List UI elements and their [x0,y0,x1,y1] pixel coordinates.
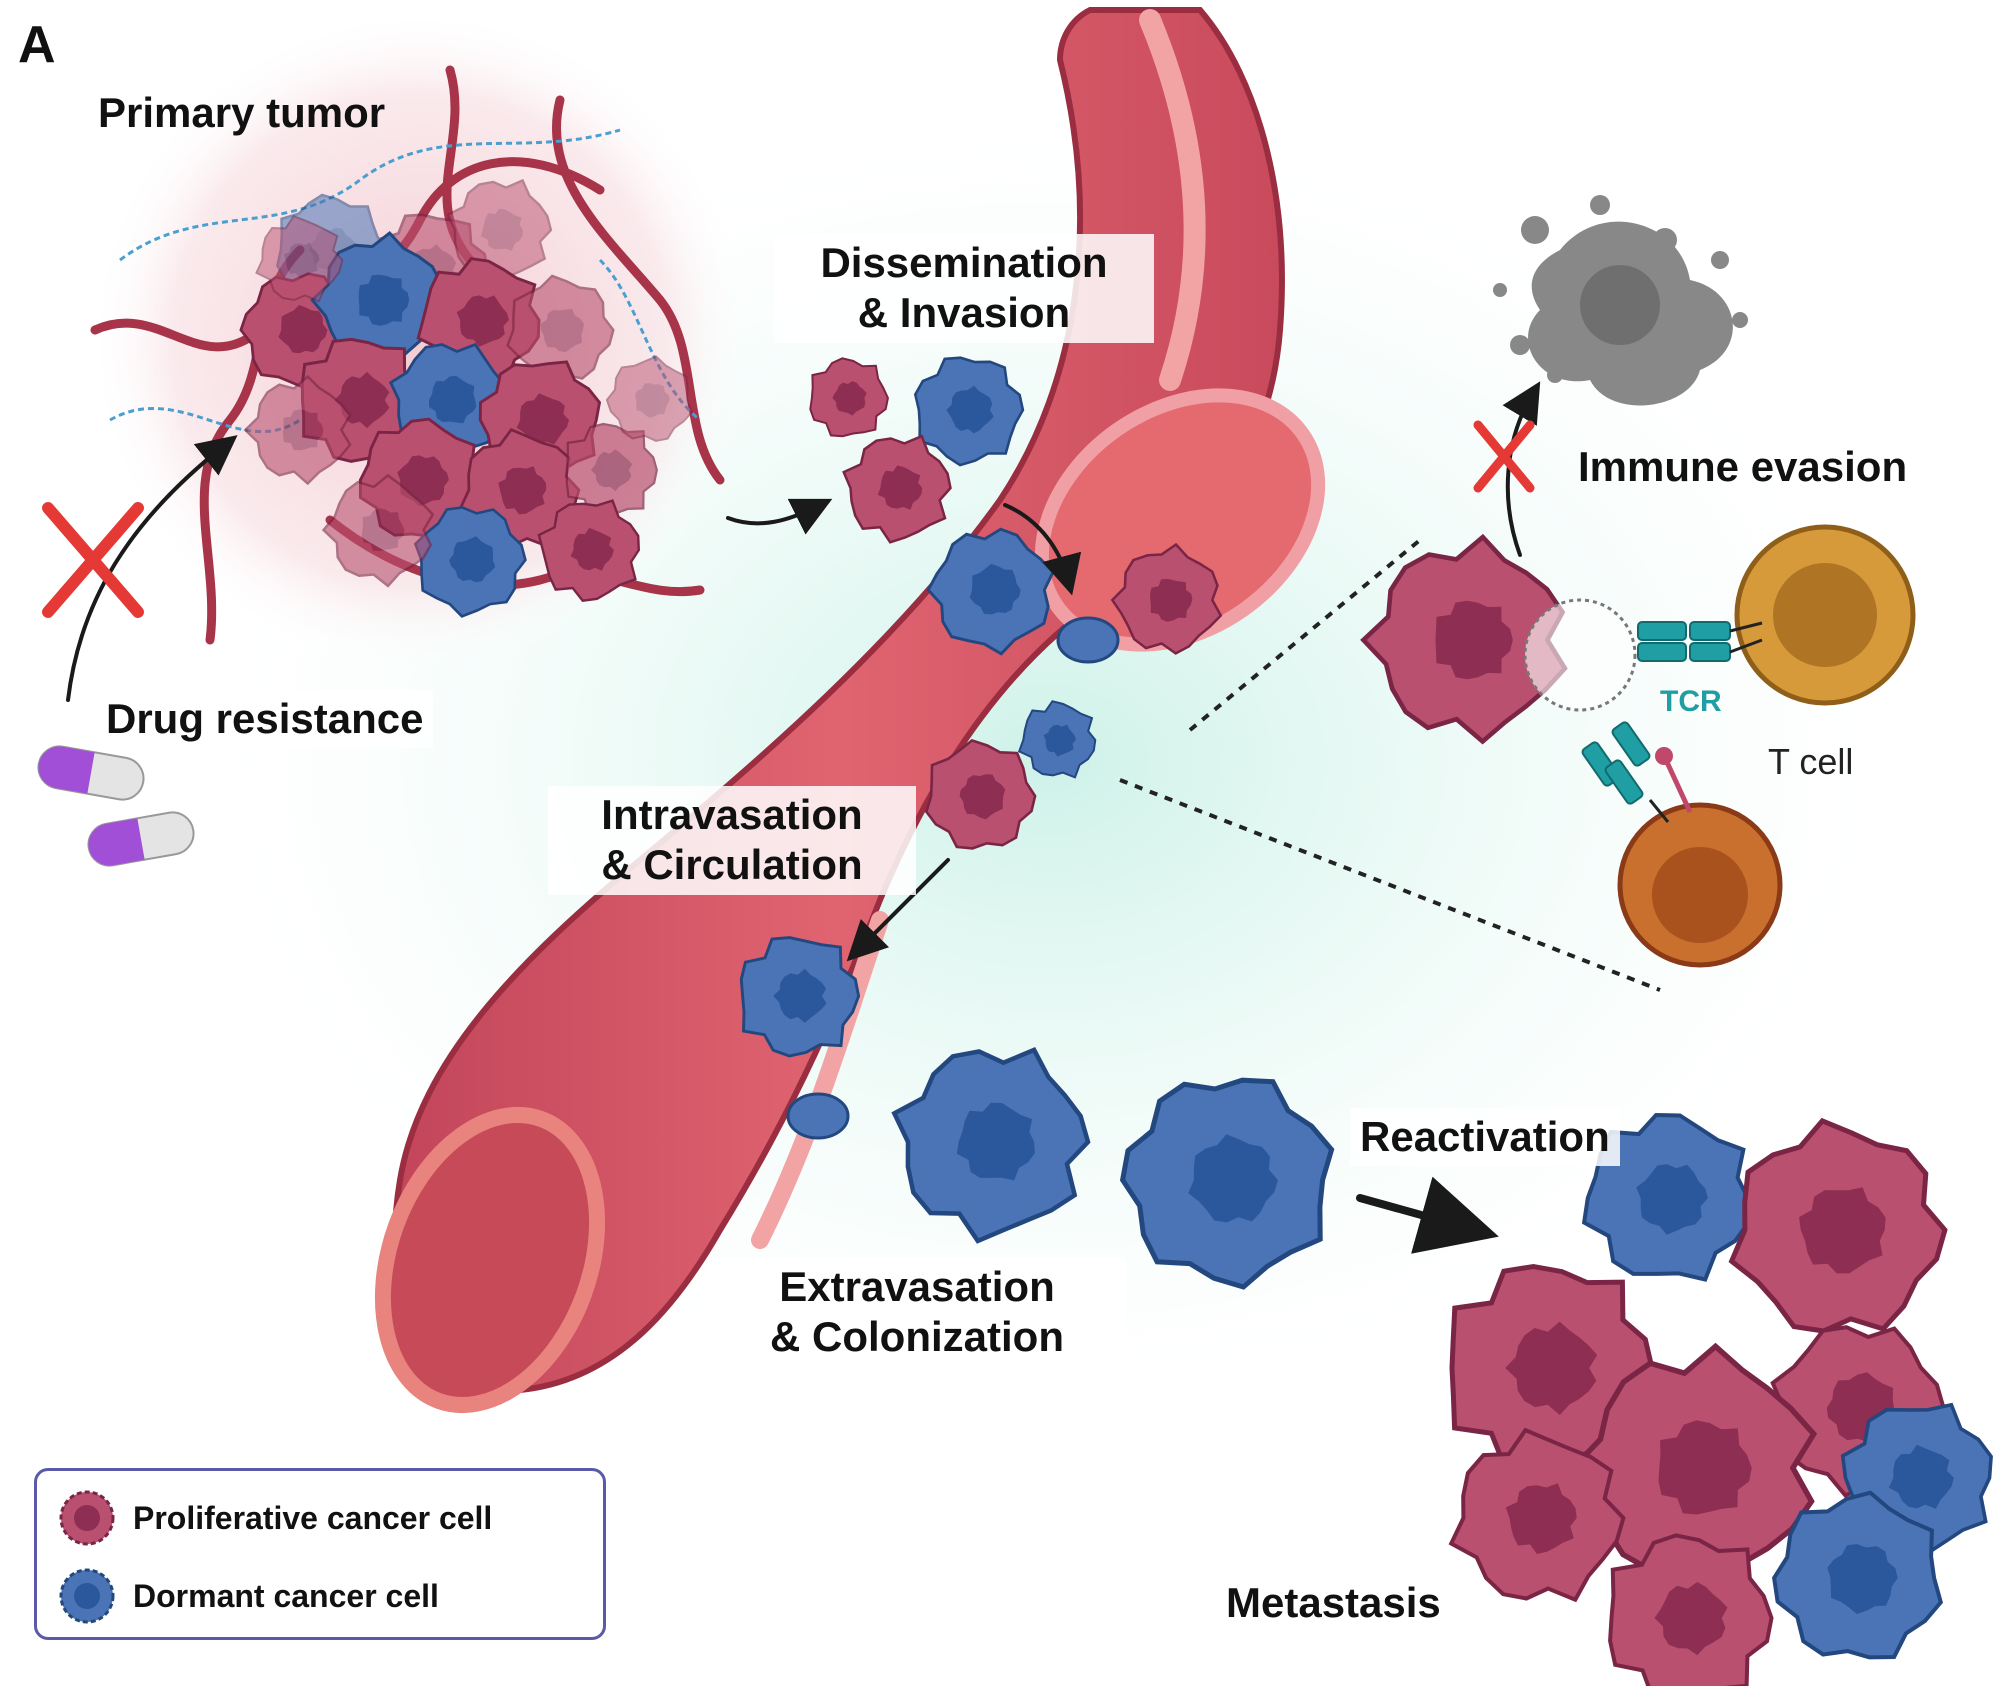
arrow-dissemination [726,498,833,535]
dormant-cell-icon [891,1047,1091,1244]
primary-tumor-cells [239,178,693,618]
dissemination-label-line1: Dissemination [820,239,1108,286]
tcr-receptor-icon-2 [1581,721,1670,823]
tcr-receptor-icon [1637,621,1763,662]
dormant-cell-icon [1017,700,1097,779]
legend-item-proliferative: Proliferative cancer cell [57,1483,492,1553]
block-cross-icon-2 [1473,420,1535,493]
primary-tumor-label: Primary tumor [98,89,386,136]
cancer-cells [739,356,1993,1691]
arrow-into-vessel [1003,503,1082,596]
proliferative-cell-icon [446,178,553,285]
legend-proliferative-label: Proliferative cancer cell [133,1499,493,1536]
proliferative-cell-icon [321,473,435,588]
metastasis-label: Metastasis [1226,1579,1441,1626]
proliferative-cell-icon [1449,1263,1655,1473]
vessel-opening [374,1106,606,1414]
t-cell-icon [1734,524,1916,706]
proliferative-cell-icon [1448,1427,1626,1603]
proliferative-cell-icon [537,499,641,602]
t-cell-label: T cell [1768,741,1854,782]
proliferative-cell-icon [506,274,615,382]
arrow-circulation [846,858,950,962]
immune-evasion-label: Immune evasion [1578,443,1908,490]
legend-dormant-label: Dormant cancer cell [133,1577,439,1614]
tcr-label: TCR [1660,685,1722,718]
pill-icon-2 [87,811,195,867]
mhc-icon [1655,747,1693,814]
dormant-cell-icon [913,356,1025,467]
intravasation-label: Intravasation & Circulation [548,786,916,895]
proliferative-cell-icon [565,422,658,517]
proliferative-cell-icon [255,214,344,303]
legend-item-dormant: Dormant cancer cell [57,1561,439,1631]
arrow-immune-escape [1502,381,1541,557]
proliferative-cell-icon [605,355,693,442]
extravasation-label-line1: Extravasation [779,1263,1055,1310]
proliferative-cell-icon [809,357,889,438]
dissemination-label: Dissemination & Invasion [774,234,1154,343]
panel-label: A [18,16,56,74]
blood-vessel [374,7,1326,1414]
arrows [66,381,1541,1254]
extravasation-label-line2: & Colonization [770,1313,1064,1361]
intravasation-label-line1: Intravasation [601,791,863,838]
drug-resistance-label: Drug resistance [96,690,434,749]
dormant-cell-icon [1581,1112,1752,1282]
dormant-cell-icon [1772,1490,1944,1660]
dissemination-label-line2: & Invasion [857,289,1071,337]
proliferative-cell-icon [59,1490,115,1546]
immune-interaction [1523,524,1916,968]
dormant-cell-icon [1119,1077,1335,1290]
synapse-circle [1523,598,1637,712]
dead-cell-icon [1493,195,1748,406]
proliferative-cell-icon [1728,1117,1948,1334]
arrow-drug [66,435,238,702]
block-cross-icon [42,502,144,618]
proliferative-cell-icon [1360,533,1568,745]
intravasation-label-line2: & Circulation [601,841,863,889]
proliferative-cell-icon [243,374,352,486]
dormant-cell-icon [739,936,861,1058]
proliferative-cell-icon [842,434,952,544]
t-cell-icon-2 [1617,802,1783,968]
vessel-lumen [1034,388,1326,652]
legend: Proliferative cancer cell Dormant cancer… [34,1468,606,1640]
arrow-reactivation [1356,1176,1499,1254]
extravasation-label: Extravasation & Colonization [708,1258,1126,1367]
dormant-cell-icon [926,527,1055,656]
reactivation-label: Reactivation [1350,1108,1620,1167]
zoom-lines [1119,538,1661,992]
proliferative-cell-icon [924,738,1037,850]
cell-protrusion [786,1092,850,1140]
cell-protrusion [1056,616,1120,664]
proliferative-cell-icon [1110,542,1223,655]
pill-icon [37,745,145,801]
dormant-cell-icon [59,1568,115,1624]
dormant-cell-icon [310,230,446,368]
